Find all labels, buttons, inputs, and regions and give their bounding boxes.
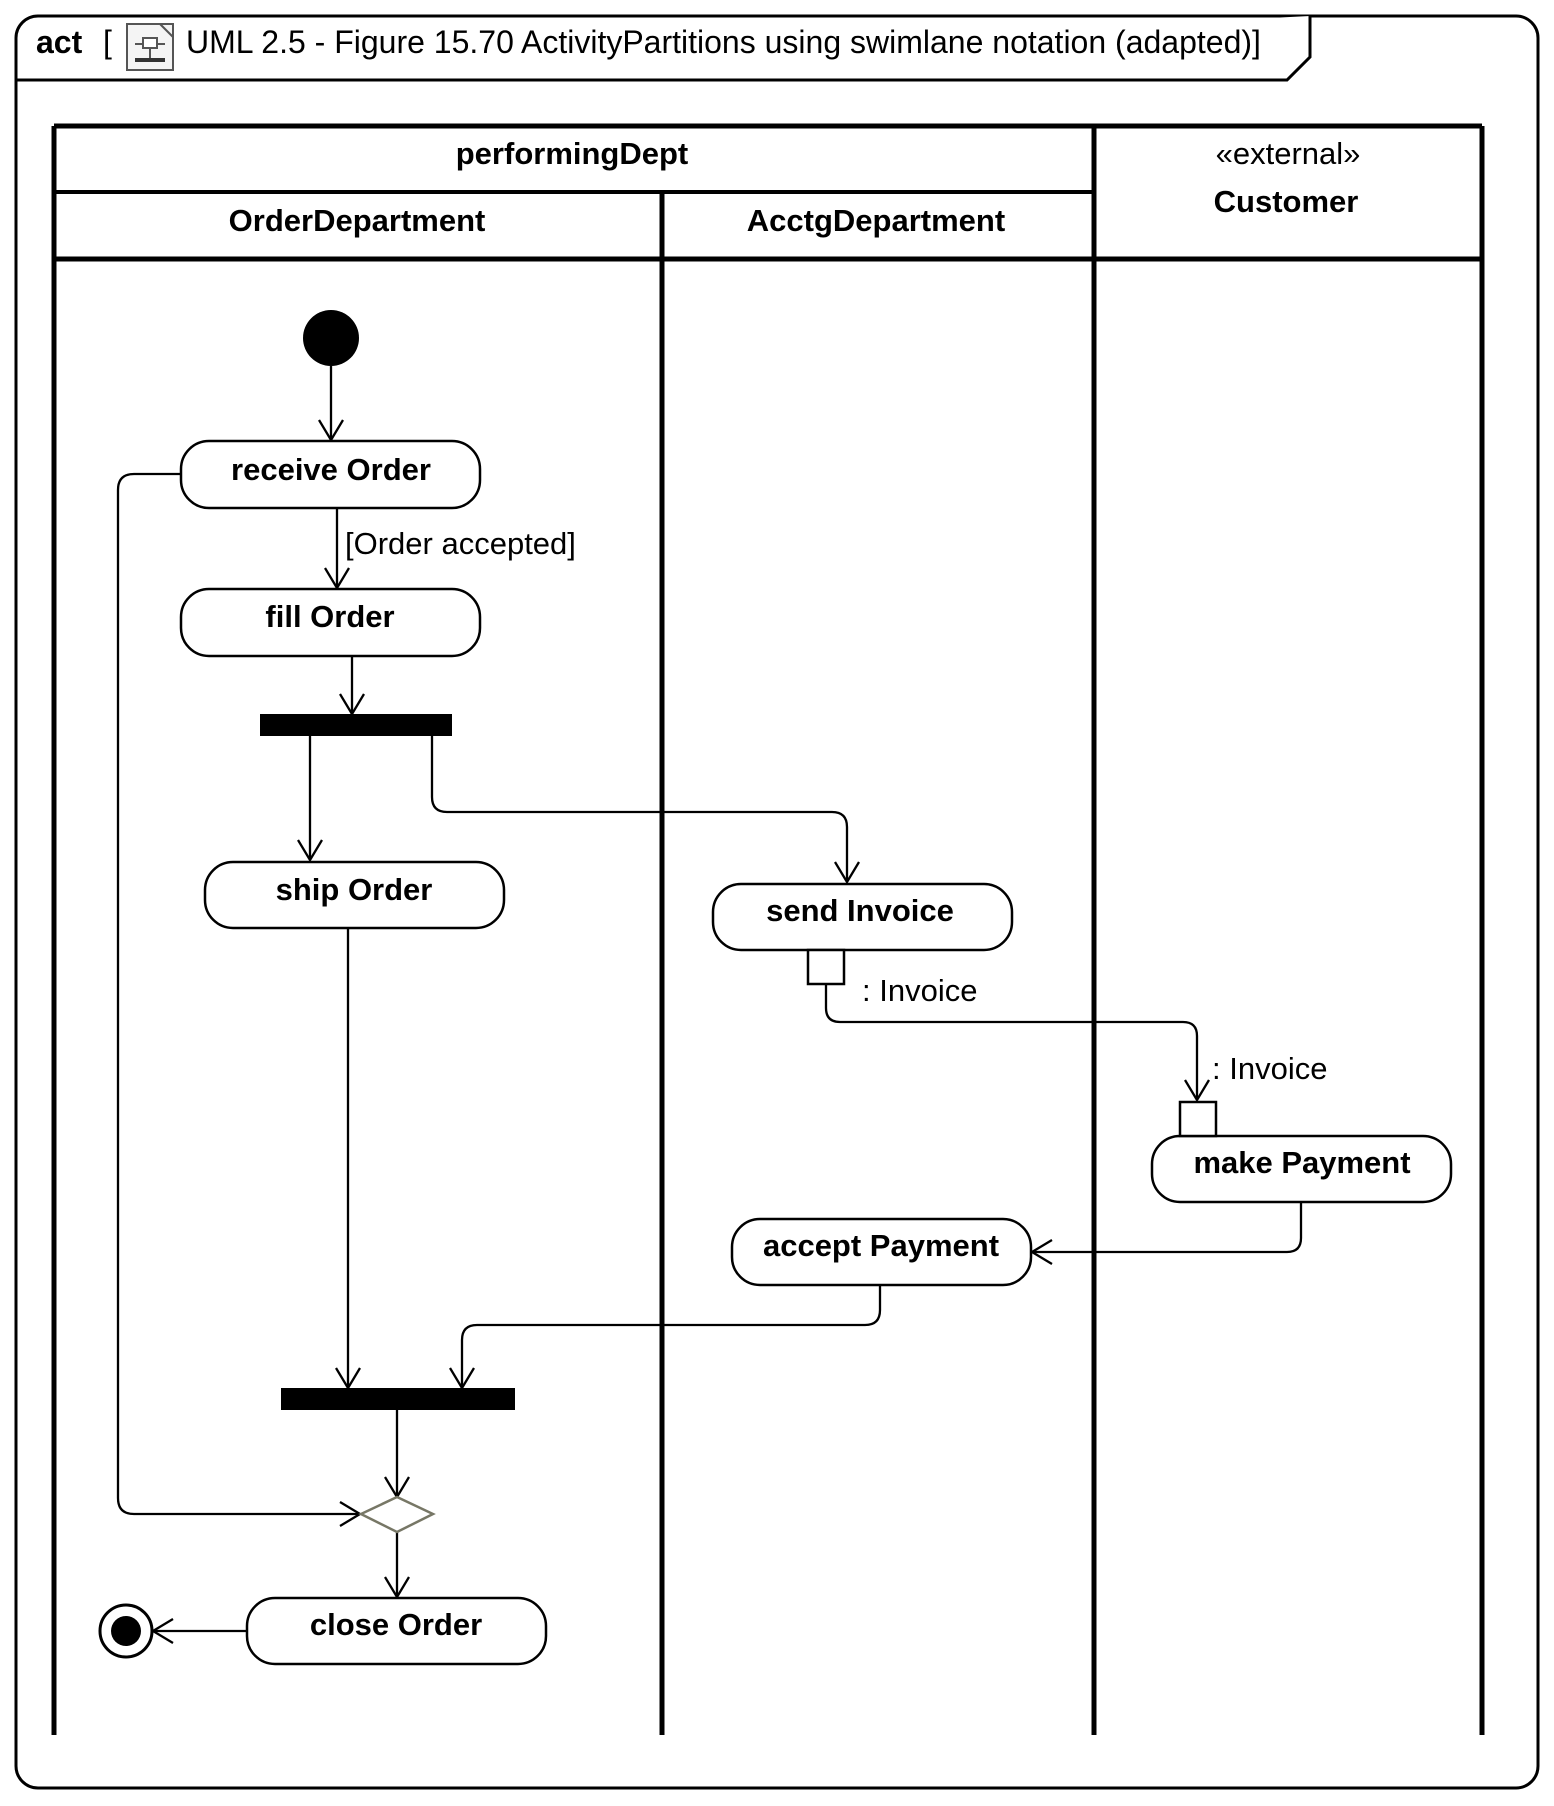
partition-performing-dept: performingDept: [456, 136, 689, 171]
partition-customer-stereotype: «external»: [1216, 136, 1361, 171]
action-make-payment-label: make Payment: [1193, 1145, 1410, 1180]
action-ship-order: ship Order: [203, 860, 506, 930]
join-bar: [281, 1388, 515, 1410]
fork-bar: [260, 714, 452, 736]
action-accept-payment-label: accept Payment: [763, 1228, 999, 1263]
output-pin-label: : Invoice: [862, 973, 977, 1008]
swimlane-grid: [51, 123, 1485, 1735]
merge-node: [358, 1495, 436, 1534]
action-receive-order-label: receive Order: [231, 452, 431, 487]
initial-node: [303, 310, 359, 366]
object-flow-invoice: [824, 984, 1210, 1103]
action-close-order: close Order: [245, 1596, 548, 1666]
action-accept-payment: accept Payment: [730, 1217, 1033, 1287]
partition-acctg-department: AcctgDepartment: [747, 203, 1005, 238]
frame-title: UML 2.5 - Figure 15.70 ActivityPartition…: [186, 24, 1261, 60]
partition-order-department: OrderDepartment: [229, 203, 486, 238]
action-send-invoice-label: send Invoice: [766, 893, 954, 928]
action-send-invoice: send Invoice: [711, 882, 1014, 952]
guard-order-accepted: [Order accepted]: [345, 526, 576, 561]
action-fill-order: fill Order: [179, 587, 482, 658]
frame-title-tab: [16, 16, 1312, 82]
partition-customer: Customer: [1214, 184, 1359, 219]
action-close-order-label: close Order: [310, 1607, 482, 1642]
activity-diagram-icon: [126, 23, 174, 71]
activity-final-node: [98, 1603, 154, 1659]
make-payment-input-pin: [1178, 1100, 1218, 1138]
control-flows: [116, 366, 1303, 1644]
action-make-payment: make Payment: [1150, 1134, 1453, 1204]
frame-keyword: act: [36, 24, 83, 60]
input-pin-label: : Invoice: [1212, 1051, 1327, 1086]
frame-bracket: [: [103, 24, 112, 60]
send-invoice-output-pin: [806, 948, 846, 986]
action-fill-order-label: fill Order: [265, 599, 394, 634]
action-ship-order-label: ship Order: [276, 872, 433, 907]
action-receive-order: receive Order: [179, 439, 482, 510]
